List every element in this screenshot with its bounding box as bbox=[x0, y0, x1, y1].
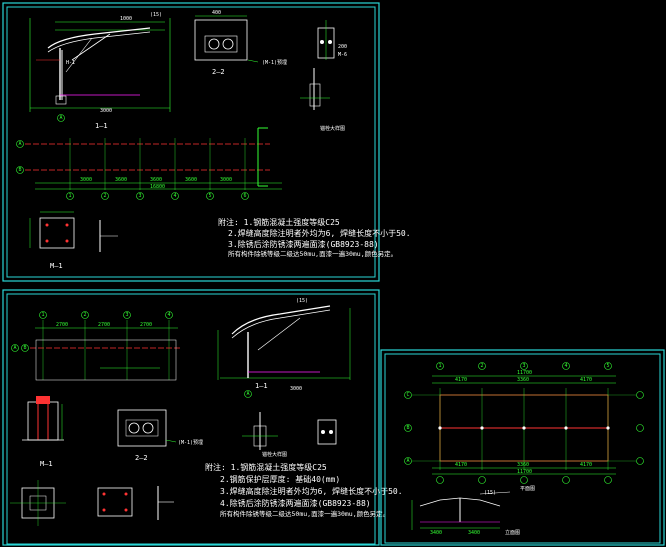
sheet-1-outer-frame bbox=[2, 2, 380, 282]
sheet-2-plan-grid: 1 2 3 4 2700 2700 2700 A B bbox=[11, 311, 180, 381]
sheet-3-axis-col-4: 4 bbox=[564, 363, 567, 369]
sheet-3-inner-frame bbox=[384, 353, 661, 544]
sheet-1-axis-col-3: 3 bbox=[138, 193, 141, 199]
sheet-1-axis-row-b: B bbox=[18, 167, 21, 173]
sheet-1-dim-3: 3600 bbox=[150, 177, 162, 183]
sheet-1-axis-col-6: 6 bbox=[243, 193, 246, 199]
sheet-1-plate-title: M—1 bbox=[50, 262, 63, 270]
sheet-1-section-title: 1—1 bbox=[95, 122, 108, 130]
sheet-2-canopy-section: A 3000 (15) bbox=[217, 298, 351, 398]
svg-text:(15): (15) bbox=[150, 12, 162, 18]
sheet-3-axis-row-c: C bbox=[406, 392, 409, 398]
sheet-3-elev-dim-2: 3400 bbox=[468, 530, 480, 536]
sheet-2-dim-2: 2700 bbox=[98, 322, 110, 328]
sheet-2-base-title: 2—2 bbox=[135, 454, 148, 462]
base-plate-2-2: 400 (M-1)预埋 bbox=[194, 10, 287, 66]
sheet-2-small-details bbox=[10, 480, 174, 526]
sheet-3-total-top: 11700 bbox=[517, 370, 532, 376]
sheet-1-dim-total: 16800 bbox=[150, 184, 165, 190]
sheet-1-label-mj: (M-1)预埋 bbox=[262, 59, 287, 66]
sheet-1-note-2: 2.焊缝高度除注明者外均为6, 焊缝长度不小于50. bbox=[228, 228, 411, 238]
sheet-2-axis-col-1: 1 bbox=[41, 312, 44, 318]
sheet-3-axis-col-1: 1 bbox=[438, 363, 441, 369]
canopy-section-view: A H-1 1000 3000 (15) bbox=[29, 12, 171, 122]
anchor-node-detail: 200 M-6 bbox=[300, 20, 347, 110]
sheet-3-span-top-1: 4170 bbox=[455, 377, 467, 383]
sheet-2-inner-frame bbox=[6, 293, 376, 545]
svg-text:H-1: H-1 bbox=[66, 60, 75, 66]
sheet-3-axis-col-5: 5 bbox=[606, 363, 609, 369]
sheet-1-axis-col-4: 4 bbox=[173, 193, 176, 199]
sheet-2-label-mj: (M-1)预埋 bbox=[178, 439, 203, 446]
sheet-2-axis-col-4: 4 bbox=[167, 312, 170, 318]
svg-text:(15): (15) bbox=[296, 298, 308, 304]
svg-text:1000: 1000 bbox=[120, 16, 132, 22]
sheet-3-axis-col-3: 3 bbox=[522, 363, 525, 369]
sheet-2-dim-3: 2700 bbox=[140, 322, 152, 328]
svg-text:200: 200 bbox=[338, 44, 347, 50]
sheet-1-axis-col-5: 5 bbox=[208, 193, 211, 199]
sheet-3-span-bot-3: 4170 bbox=[580, 462, 592, 468]
sheet-3-axis-row-a: A bbox=[406, 458, 409, 464]
sheet-1-axis-col-2: 2 bbox=[103, 193, 106, 199]
sheet-1-axis-col-1: 1 bbox=[68, 193, 71, 199]
sheet-3-span-bot-2: 3360 bbox=[517, 462, 529, 468]
sheet-3-elev-dim-1: 3400 bbox=[430, 530, 442, 536]
svg-text:3000: 3000 bbox=[290, 386, 302, 392]
sheet-2-note-1: 附注: 1.钢筋混凝土强度等级C25 bbox=[205, 462, 327, 472]
svg-text:A: A bbox=[246, 391, 249, 397]
sheet-3-total-bottom: 11700 bbox=[517, 469, 532, 475]
sheet-2-note-4: 4.除锈后涂防锈漆两遍面漆(GB8923-88) bbox=[220, 498, 371, 508]
sheet-2-outer-frame bbox=[2, 289, 380, 546]
sheet-3-plan-grid: 1 2 3 4 5 11700 4170 3360 4170 bbox=[404, 362, 644, 484]
sheet-1-base-title: 2—2 bbox=[212, 68, 225, 76]
sheet-3-axis-row-b: B bbox=[406, 425, 409, 431]
sheet-2-axis-col-2: 2 bbox=[83, 312, 86, 318]
sheet-3-span-bot-1: 4170 bbox=[455, 462, 467, 468]
sheet-2-note-3: 3.焊缝高度除注明者外均为6, 焊缝长度不小于50. bbox=[220, 486, 403, 496]
sheet-2-section-title: 1—1 bbox=[255, 382, 268, 390]
sheet-2-base-plate: (M-1)预埋 bbox=[117, 409, 203, 447]
sheet-2-note-2: 2.钢筋保护层厚度: 基础40(mm) bbox=[220, 474, 340, 484]
sheet-2-plate-title: M—1 bbox=[40, 460, 53, 468]
sheet-3-elevation: (15) 3400 3400 bbox=[411, 490, 511, 536]
sheet-3-outer-frame bbox=[380, 349, 665, 546]
sheet-3-span-top-3: 4170 bbox=[580, 377, 592, 383]
sheet-2-axis-row-a: A bbox=[13, 345, 16, 351]
sheet-3-plan-label: 平面图 bbox=[520, 486, 535, 492]
sheet-2: 1 2 3 4 2700 2700 2700 A B bbox=[2, 289, 403, 546]
sheet-3-axis-col-2: 2 bbox=[480, 363, 483, 369]
svg-text:(15): (15) bbox=[484, 490, 496, 496]
svg-text:M-6: M-6 bbox=[338, 52, 347, 58]
sheet-2-dim-1: 2700 bbox=[56, 322, 68, 328]
sheet-1-note-3: 3.除锈后涂防锈漆两遍面漆(GB8923-88) bbox=[228, 239, 379, 249]
sheet-1-note-4: 所有构件除锈等级二级达50mu,面漆一遍30mu,颜色另定。 bbox=[228, 249, 397, 258]
sheet-1-dim-4: 3600 bbox=[185, 177, 197, 183]
sheet-1-dim-5: 3000 bbox=[220, 177, 232, 183]
sheet-3-span-top-2: 3360 bbox=[517, 377, 529, 383]
sheet-3: 1 2 3 4 5 11700 4170 3360 4170 bbox=[380, 349, 665, 546]
sheet-2-node-title: 锚栓大样图 bbox=[262, 451, 287, 458]
sheet-1-inner-frame bbox=[6, 6, 376, 278]
sheet-1-note-1: 附注: 1.钢筋混凝土强度等级C25 bbox=[218, 217, 340, 227]
svg-text:3000: 3000 bbox=[100, 108, 112, 114]
sheet-1-dim-2: 3600 bbox=[115, 177, 127, 183]
sheet-1-axis-row-a: A bbox=[18, 141, 21, 147]
sheet-1-dim-1: 3000 bbox=[80, 177, 92, 183]
svg-text:400: 400 bbox=[212, 10, 221, 16]
sheet-2-axis-col-3: 3 bbox=[125, 312, 128, 318]
sheet-2-note-5: 所有构件除锈等级二级达50mu,面漆一遍30mu,颜色另定。 bbox=[220, 509, 389, 518]
sheet-2-foundation-detail bbox=[22, 396, 64, 441]
sheet-1-node-title: 锚栓大样图 bbox=[320, 125, 345, 132]
sheet-3-elevation-label: 立面图 bbox=[505, 529, 520, 536]
sheet-1-m1-plate bbox=[29, 211, 118, 252]
sheet-1: A H-1 1000 3000 (15) 1—1 400 (M-1)预埋 2—2 bbox=[2, 2, 411, 282]
sheet-1-plan-grid: A B 1 2 3 4 5 6 3000 3600 3600 3600 3000 bbox=[16, 127, 282, 200]
sheet-2-anchor-detail bbox=[242, 412, 337, 450]
svg-text:A: A bbox=[59, 115, 62, 121]
sheet-2-axis-row-b: B bbox=[23, 345, 26, 351]
